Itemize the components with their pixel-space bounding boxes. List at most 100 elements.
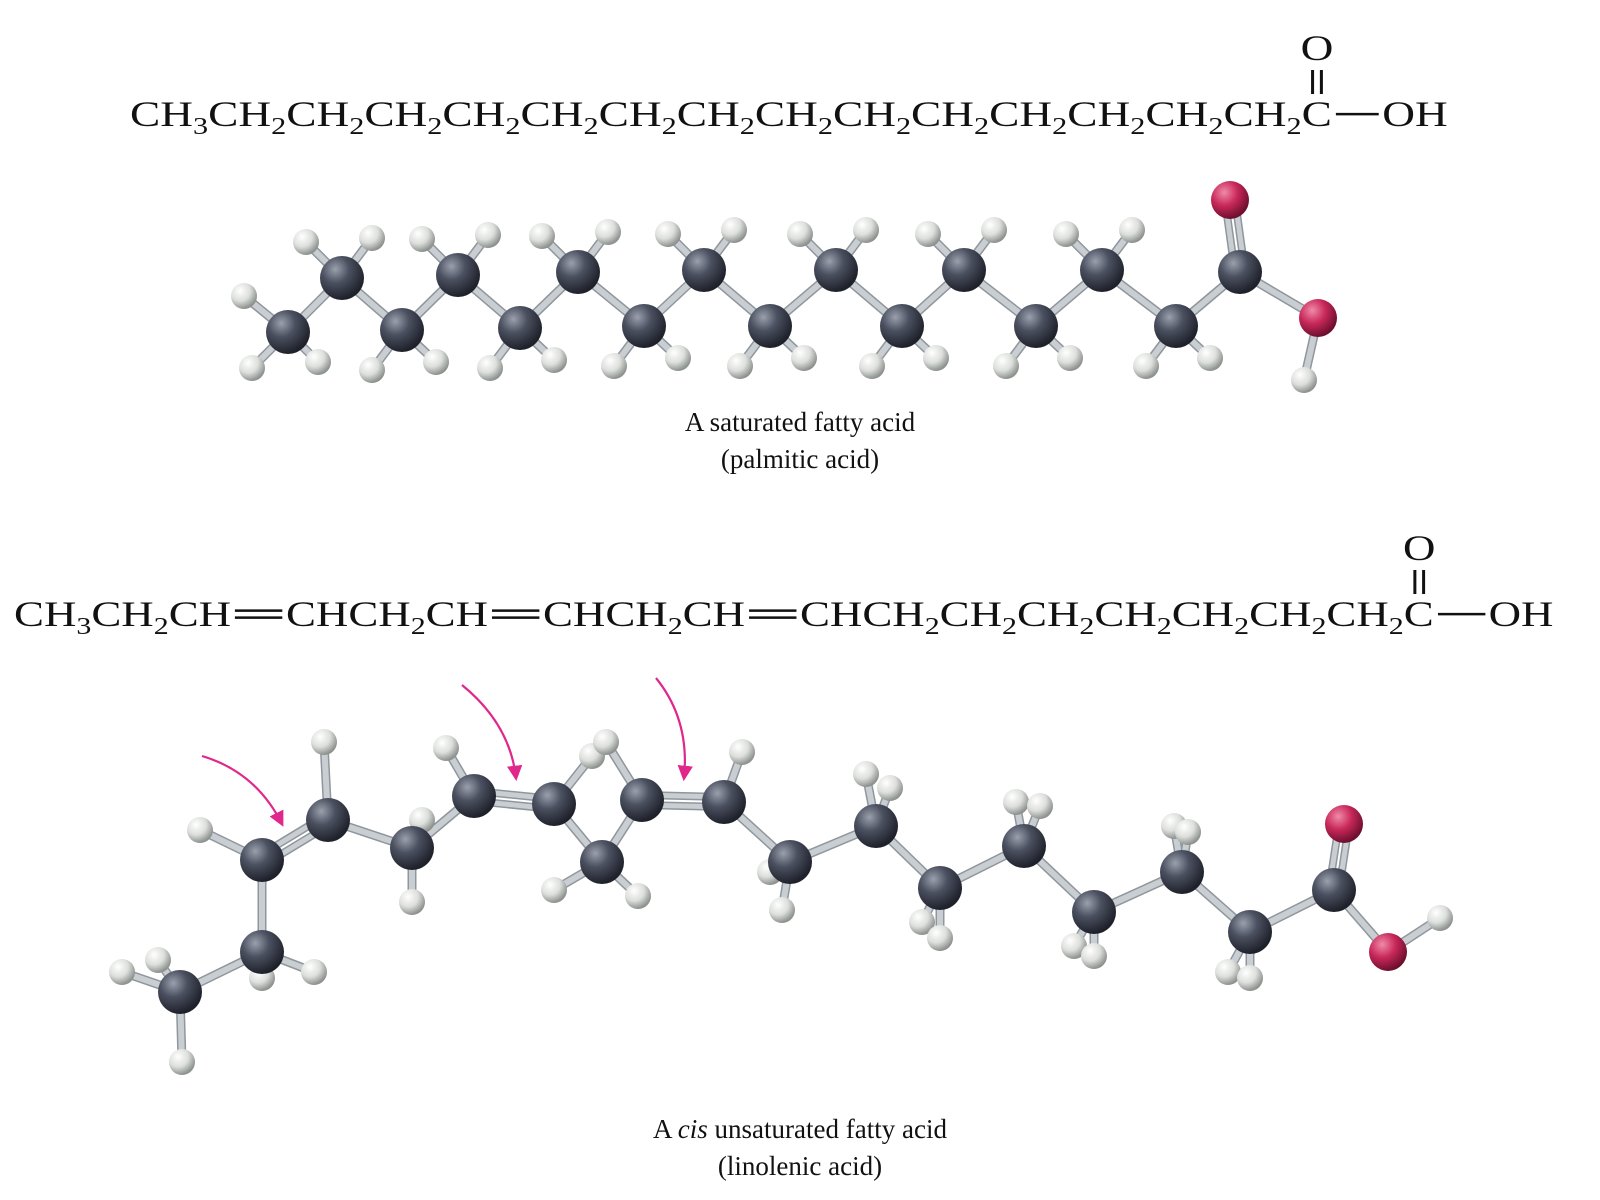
hydrogen-atom xyxy=(1215,959,1241,985)
hydrogen-atom xyxy=(359,225,385,251)
linolenic-model xyxy=(109,729,1453,1075)
carbon-atom xyxy=(1014,304,1058,348)
hydrogen-atom xyxy=(729,739,755,765)
hydrogen-atom xyxy=(877,775,903,801)
hydrogen-atom xyxy=(1133,353,1159,379)
linolenic-caption-italic: cis xyxy=(678,1114,708,1144)
oxygen-atom xyxy=(1299,299,1337,337)
hydrogen-atom xyxy=(993,353,1019,379)
formula-carbonyl-oxygen: O xyxy=(1403,528,1435,568)
formula-atom-group: CH xyxy=(426,594,488,634)
carbon-atom xyxy=(390,826,434,870)
hydrogen-atom xyxy=(721,217,747,243)
hydrogen-atom xyxy=(399,889,425,915)
formula-atom-group: CHCH xyxy=(800,594,925,634)
formula-subscript: 2 xyxy=(925,613,940,640)
carbon-atom xyxy=(1080,248,1124,292)
hydrogen-atom xyxy=(593,729,619,755)
formula-atom-group: CH xyxy=(677,94,740,134)
hydrogen-atom xyxy=(1237,965,1263,991)
formula-atom-group: CHCH xyxy=(286,594,411,634)
formula-carbonyl-carbon: C xyxy=(1302,94,1332,134)
hydrogen-atom xyxy=(909,909,935,935)
formula-atom-group: CH xyxy=(14,594,76,634)
formula-subscript: 2 xyxy=(584,113,599,139)
hydrogen-atom xyxy=(301,959,327,985)
formula-subscript: 2 xyxy=(1130,113,1145,139)
linolenic-model-atoms xyxy=(109,729,1453,1075)
hydrogen-atom xyxy=(1027,793,1053,819)
hydrogen-atom xyxy=(601,353,627,379)
carbon-atom xyxy=(1002,824,1046,868)
hydrogen-atom xyxy=(727,353,753,379)
hydrogen-atom xyxy=(311,729,337,755)
linolenic-caption-line1: A cis unsaturated fatty acid xyxy=(653,1114,947,1144)
hydrogen-atom xyxy=(1119,217,1145,243)
carbon-atom xyxy=(556,250,600,294)
formula-atom-group: CH xyxy=(911,94,974,134)
formula-subscript: 2 xyxy=(1389,613,1404,640)
palmitic-caption-line1: A saturated fatty acid xyxy=(685,407,916,437)
hydrogen-atom xyxy=(1175,819,1201,845)
carbon-atom xyxy=(240,838,284,882)
formula-subscript: 2 xyxy=(662,113,677,139)
formula-atom-group: OH xyxy=(1382,94,1448,134)
carbon-atom xyxy=(306,798,350,842)
carbon-atom xyxy=(748,304,792,348)
formula-atom-group: CH xyxy=(442,94,505,134)
palmitic-caption-line2: (palmitic acid) xyxy=(721,444,879,474)
formula-subscript: 2 xyxy=(896,113,911,139)
carbon-atom xyxy=(158,970,202,1014)
formula-carbonyl-oxygen: O xyxy=(1301,28,1334,68)
formula-atom-group: CH xyxy=(989,94,1052,134)
palmitic-formula-text: CH3CH2CH2CH2CH2CH2CH2CH2CH2CH2CH2CH2CH2C… xyxy=(130,94,1448,139)
hydrogen-atom xyxy=(239,355,265,381)
formula-atom-group: CH xyxy=(1067,94,1130,134)
hydrogen-atom xyxy=(1003,789,1029,815)
carbon-atom xyxy=(682,248,726,292)
hydrogen-atom xyxy=(853,761,879,787)
carbon-atom xyxy=(942,248,986,292)
carbon-atom xyxy=(320,256,364,300)
hydrogen-atom xyxy=(145,947,171,973)
double-bond-arrow xyxy=(201,754,284,827)
formula-atom-group: CHCH xyxy=(543,594,668,634)
hydrogen-atom xyxy=(769,897,795,923)
hydrogen-atom xyxy=(1291,367,1317,393)
formula-subscript: 2 xyxy=(1079,613,1094,640)
formula-atom-group: CH xyxy=(833,94,896,134)
carbon-atom xyxy=(1218,250,1262,294)
carbon-atom xyxy=(452,774,496,818)
carbon-atom xyxy=(1160,850,1204,894)
oxygen-atom xyxy=(1369,933,1407,971)
carbon-atom xyxy=(1312,868,1356,912)
formula-atom-group: OH xyxy=(1489,594,1554,634)
formula-atom-group: CH xyxy=(755,94,818,134)
formula-atom-group: CH xyxy=(683,594,745,634)
linolenic-caption-prefix: A xyxy=(653,1114,678,1144)
formula-subscript: 3 xyxy=(76,613,91,640)
formula-subscript: 2 xyxy=(271,113,286,139)
formula-atom-group: CH xyxy=(1145,94,1208,134)
carbon-atom xyxy=(622,304,666,348)
formula-atom-group: CH xyxy=(1223,94,1286,134)
formula-subscript: 2 xyxy=(505,113,520,139)
palmitic-model-atoms xyxy=(231,181,1337,393)
formula-atom-group: CH xyxy=(91,594,153,634)
palmitic-formula: CH3CH2CH2CH2CH2CH2CH2CH2CH2CH2CH2CH2CH2C… xyxy=(130,28,1448,139)
carbon-atom xyxy=(1228,910,1272,954)
carbon-atom xyxy=(620,778,664,822)
hydrogen-atom xyxy=(595,219,621,245)
carbon-atom xyxy=(768,840,812,884)
formula-atom-group: CH xyxy=(1094,594,1156,634)
hydrogen-atom xyxy=(1081,943,1107,969)
formula-subscript: 2 xyxy=(668,613,683,640)
oxygen-atom xyxy=(1325,805,1363,843)
formula-subscript: 2 xyxy=(974,113,989,139)
hydrogen-atom xyxy=(853,217,879,243)
palmitic-model xyxy=(231,181,1337,393)
carbon-atom xyxy=(266,310,310,354)
hydrogen-atom xyxy=(293,229,319,255)
hydrogen-atom xyxy=(423,349,449,375)
carbon-atom xyxy=(918,866,962,910)
